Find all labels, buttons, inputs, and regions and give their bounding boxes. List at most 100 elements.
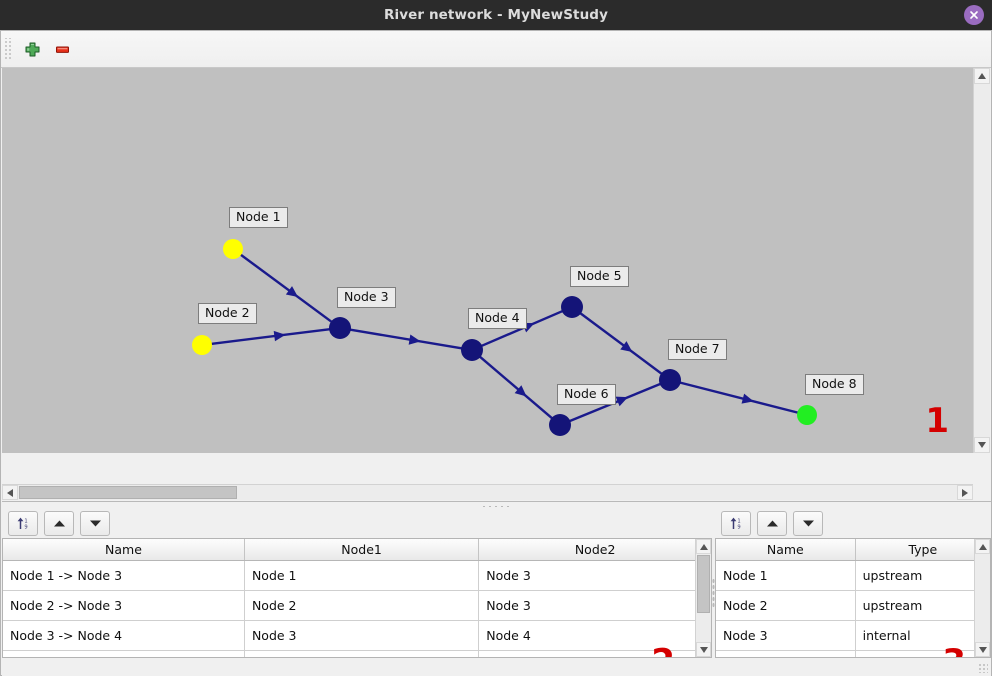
table-cell[interactable]: upstream [855,560,990,591]
graph-node-label-node-1[interactable]: Node 1 [229,207,288,228]
scroll-up-arrow[interactable] [974,68,990,84]
vertical-scroll-thumb[interactable] [697,555,710,613]
network-graph-canvas[interactable]: Node 1 Node 2 Node 3 Node 4 Node 5 Node 6 Node… [2,68,973,453]
graph-edge[interactable] [678,381,800,415]
graph-edge[interactable] [348,328,464,350]
table-cell[interactable]: Node 2 [716,590,856,621]
svg-text:1: 1 [737,519,740,525]
horizontal-scroll-thumb[interactable] [19,486,237,499]
graph-panel: Node 1 Node 2 Node 3 Node 4 Node 5 Node 6 Node… [2,68,990,500]
graph-edge[interactable] [209,327,332,346]
graph-node-label-node-7[interactable]: Node 7 [668,339,727,360]
sort-ascending-icon: 1 9 [17,517,27,531]
graph-node-node-1[interactable] [223,239,243,259]
table-cell[interactable]: Node 2 -> Node 3 [3,590,245,621]
graph-node-node-6[interactable] [549,414,571,436]
table-cell[interactable]: Node 3 [478,560,711,591]
toolbar-drag-handle[interactable] [4,38,13,60]
reaches-move-down-button[interactable] [80,511,110,536]
graph-node-label-node-4[interactable]: Node 4 [468,308,527,329]
scroll-down-arrow[interactable] [975,642,990,657]
table-cell[interactable]: Node 1 -> Node 3 [3,560,245,591]
table-cell[interactable]: Node 4 [244,650,480,657]
table-cell[interactable]: Node 3 [244,620,480,651]
graph-node-node-7[interactable] [659,369,681,391]
graph-horizontal-scrollbar[interactable] [2,484,973,500]
scroll-right-arrow[interactable] [957,485,973,500]
nodes-sort-button[interactable]: 1 9 [721,511,751,536]
triangle-up-icon [53,520,65,527]
table-cell[interactable]: internal [855,650,990,657]
reaches-sort-button[interactable]: 1 9 [8,511,38,536]
graph-node-label-node-3[interactable]: Node 3 [337,287,396,308]
column-header-type[interactable]: Type [855,539,990,561]
graph-node-label-node-5[interactable]: Node 5 [570,266,629,287]
triangle-up-icon [978,73,986,79]
graph-vertical-scrollbar[interactable] [973,68,990,453]
table-cell[interactable]: Node 2 [244,590,480,621]
close-window-button[interactable] [964,5,984,25]
scroll-up-arrow[interactable] [975,539,990,554]
table-cell[interactable]: Node 5 [478,650,711,657]
nodes-vertical-scrollbar[interactable] [974,539,990,657]
graph-edge-arrow-icon [273,330,286,342]
column-header-node2[interactable]: Node2 [478,539,711,561]
scroll-left-arrow[interactable] [2,485,18,500]
table-cell[interactable]: Node 1 [716,560,856,591]
graph-node-node-8[interactable] [797,405,817,425]
graph-node-label-node-8[interactable]: Node 8 [805,374,864,395]
nodes-table-row[interactable]: Node 4internal [716,650,990,657]
table-cell[interactable]: upstream [855,590,990,621]
graph-node-node-4[interactable] [461,339,483,361]
table-cell[interactable]: Node 3 -> Node 4 [3,620,245,651]
graph-node-label-node-2[interactable]: Node 2 [198,303,257,324]
graph-node-label-node-6[interactable]: Node 6 [557,384,616,405]
graph-edge[interactable] [578,311,664,376]
triangle-down-icon [699,646,708,653]
column-header-name[interactable]: Name [716,539,856,561]
column-header-node1[interactable]: Node1 [244,539,480,561]
graph-node-node-5[interactable] [561,296,583,318]
remove-node-button[interactable] [47,34,77,64]
horizontal-splitter[interactable] [2,501,991,510]
graph-node-node-2[interactable] [192,335,212,355]
scroll-down-arrow[interactable] [974,437,990,453]
resize-grip-icon[interactable] [978,663,988,673]
graph-edge[interactable] [478,354,554,421]
nodes-move-up-button[interactable] [757,511,787,536]
table-cell[interactable]: internal [855,620,990,651]
add-node-button[interactable] [17,34,47,64]
column-header-name[interactable]: Name [3,539,245,561]
table-cell[interactable]: Node 1 [244,560,480,591]
table-cell[interactable]: Node 4 [478,620,711,651]
vertical-splitter[interactable] [712,509,715,676]
table-cell[interactable]: Node 4 -> Node 5 [3,650,245,657]
reaches-move-up-button[interactable] [44,511,74,536]
reaches-vertical-scrollbar[interactable] [695,539,711,657]
table-cell[interactable]: Node 3 [716,620,856,651]
graph-node-node-3[interactable] [329,317,351,339]
table-cell[interactable]: Node 3 [478,590,711,621]
svg-text:1: 1 [24,519,27,525]
scroll-down-arrow[interactable] [696,642,711,657]
scroll-up-arrow[interactable] [696,539,711,554]
table-cell[interactable]: Node 4 [716,650,856,657]
graph-edge[interactable] [238,252,334,324]
nodes-move-down-button[interactable] [793,511,823,536]
